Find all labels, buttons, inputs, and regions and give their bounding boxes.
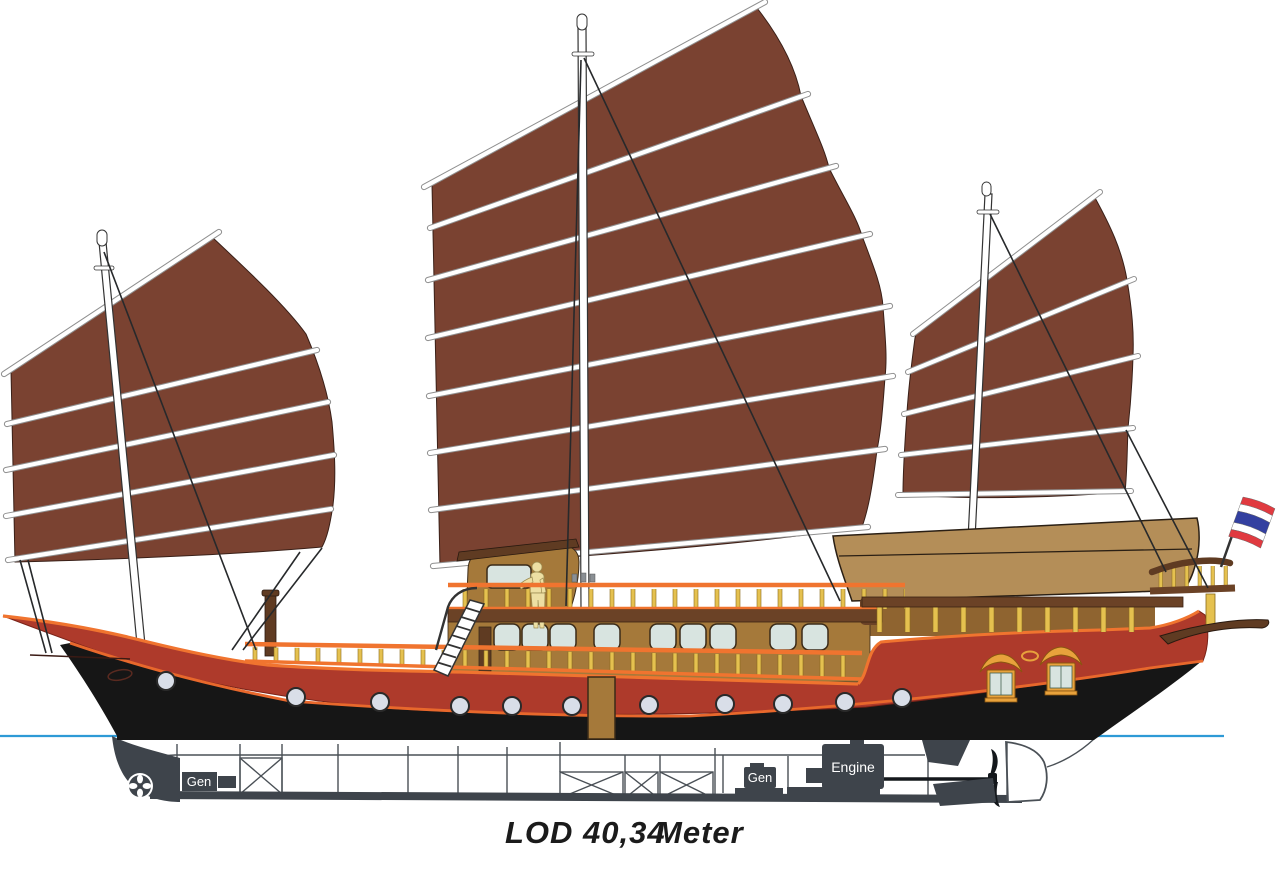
main-masthead: [576, 13, 588, 31]
aft-canopy: [832, 517, 1200, 602]
engine-label: Engine: [831, 759, 875, 775]
bow-generator-label: Gen: [187, 774, 212, 789]
deckhouse-windows: [493, 623, 829, 651]
bow-thruster-icon: [127, 773, 153, 799]
keel: [150, 791, 1022, 803]
mizzen-masthead: [981, 181, 992, 197]
porthole: [502, 696, 522, 716]
porthole: [639, 695, 659, 715]
fore-sail: [0, 228, 338, 564]
wheelhouse-roof: [456, 538, 580, 562]
forefoot: [112, 736, 180, 802]
stairs-handrail: [434, 586, 478, 651]
upper-deck-railing: [447, 582, 905, 625]
counter-line: [1046, 738, 1095, 768]
porthole: [835, 692, 855, 712]
mizzen-sail: [895, 189, 1141, 499]
deck-hardware: [571, 572, 596, 583]
porthole: [773, 694, 793, 714]
pagoda-window: [979, 653, 1023, 703]
hawse-oval: [107, 668, 133, 682]
sail-battens: [0, 228, 338, 564]
canopy-seam: [838, 548, 1193, 557]
flag-assembly: [1219, 496, 1276, 568]
porthole: [370, 692, 390, 712]
stern-oval-fitting: [1021, 650, 1039, 662]
rudder: [1005, 740, 1048, 803]
sail-battens: [895, 189, 1141, 498]
sail-battens: [420, 0, 897, 570]
stern-post: [1205, 593, 1216, 629]
thai-flag-icon: [1228, 496, 1276, 549]
porthole: [156, 671, 176, 691]
portholes: [156, 671, 912, 716]
poop-railing: [1148, 557, 1236, 629]
stairs: [432, 586, 486, 677]
length-unit-label: Meter: [656, 815, 745, 850]
stern-generator-label: Gen: [748, 770, 773, 785]
fore-masthead: [96, 229, 108, 247]
porthole: [892, 688, 912, 708]
length-label: LOD 40,34: [505, 815, 666, 850]
porthole: [450, 696, 470, 716]
pagoda-window: [1039, 646, 1083, 696]
porthole: [715, 694, 735, 714]
engine-block: Engine: [787, 739, 884, 798]
quarter-railing: [861, 596, 1184, 632]
rigging-lines: [19, 57, 1209, 654]
gangway-door: [587, 676, 616, 740]
porthole: [286, 687, 306, 707]
main-sail: [420, 0, 897, 570]
sternpost-deadwood: [922, 740, 970, 766]
generator-stern: Gen: [735, 763, 783, 797]
underwater-profile: Gen Gen Engine: [112, 736, 1095, 807]
hull-bottom-black: [60, 643, 1203, 740]
bow-deck-line: [29, 654, 131, 660]
porthole: [562, 696, 582, 716]
skeg: [933, 778, 996, 806]
main-deck-railing: [244, 641, 863, 681]
length-annotation: LOD 40,34 Meter: [505, 815, 745, 850]
stern-beam: [1159, 619, 1270, 645]
